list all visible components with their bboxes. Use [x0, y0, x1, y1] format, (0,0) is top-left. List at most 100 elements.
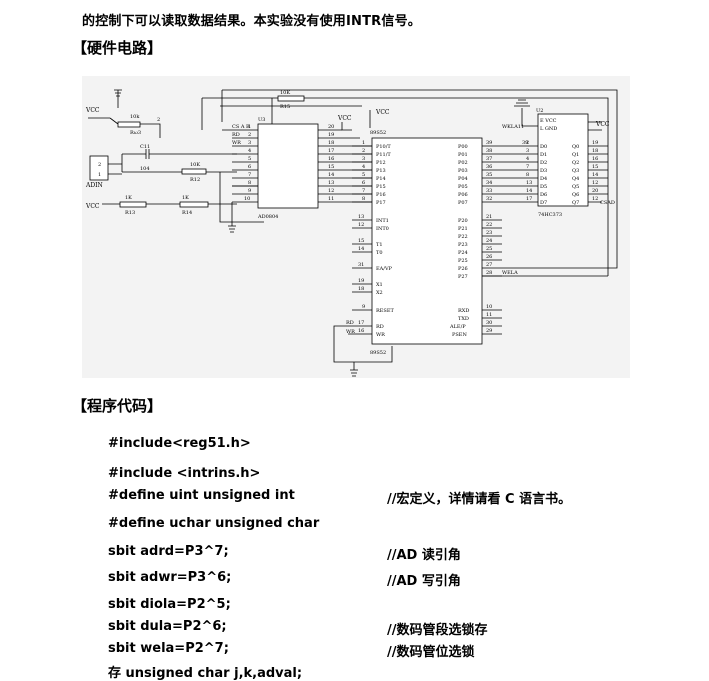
svg-text:VCC: VCC — [337, 115, 352, 122]
svg-text:2: 2 — [248, 132, 251, 138]
svg-text:30: 30 — [486, 320, 492, 326]
svg-text:D1: D1 — [540, 152, 547, 158]
svg-text:20: 20 — [328, 124, 334, 130]
svg-text:7: 7 — [362, 188, 365, 194]
svg-text:2: 2 — [362, 148, 365, 154]
svg-text:32: 32 — [486, 196, 492, 202]
svg-text:E VCC: E VCC — [540, 118, 557, 124]
svg-text:D7: D7 — [540, 200, 547, 206]
svg-text:Q5: Q5 — [572, 184, 579, 190]
svg-text:P23: P23 — [458, 242, 468, 248]
code-line: sbit adrd=P3^7; — [108, 544, 229, 559]
code-comment: //AD 写引角 — [387, 574, 461, 589]
svg-text:15: 15 — [328, 164, 334, 170]
svg-text:25: 25 — [486, 246, 492, 252]
svg-text:29: 29 — [486, 328, 492, 334]
svg-text:P20: P20 — [458, 218, 468, 224]
svg-text:Q7: Q7 — [572, 200, 579, 206]
svg-text:17: 17 — [526, 196, 532, 202]
mcu-bottom-label: 89S52 — [370, 350, 386, 356]
wkla-label: WKLA11 — [502, 124, 524, 130]
svg-text:15: 15 — [592, 164, 598, 170]
svg-text:P01: P01 — [458, 152, 468, 158]
svg-text:X1: X1 — [376, 282, 383, 288]
svg-text:P21: P21 — [458, 226, 468, 232]
code-line: sbit dula=P2^6; — [108, 619, 227, 634]
svg-text:12: 12 — [592, 196, 598, 202]
svg-text:D6: D6 — [540, 192, 547, 198]
r12-name: R12 — [190, 177, 200, 183]
code-line: 存 unsigned char j,k,adval; — [108, 666, 303, 681]
svg-text:27: 27 — [486, 262, 492, 268]
u3-label: U3 — [258, 117, 265, 123]
code-comment: //宏定义，详情请看 C 语言书。 — [387, 492, 572, 507]
svg-text:38: 38 — [486, 148, 492, 154]
svg-text:Q2: Q2 — [572, 160, 579, 166]
svg-text:5: 5 — [248, 156, 251, 162]
section-heading-code: 【程序代码】 — [72, 397, 163, 415]
svg-text:18: 18 — [328, 140, 334, 146]
u2-label: U2 — [536, 108, 543, 114]
svg-text:3: 3 — [248, 140, 251, 146]
code-line: #define uint unsigned int — [108, 488, 295, 503]
svg-text:Q6: Q6 — [572, 192, 579, 198]
svg-text:P13: P13 — [376, 168, 386, 174]
svg-text:11: 11 — [486, 312, 492, 318]
svg-text:P06: P06 — [458, 192, 468, 198]
svg-text:16: 16 — [328, 156, 334, 162]
svg-text:P27: P27 — [458, 274, 468, 280]
svg-text:1: 1 — [248, 124, 251, 130]
svg-text:12: 12 — [592, 180, 598, 186]
svg-text:15: 15 — [358, 238, 364, 244]
svg-text:39: 39 — [522, 140, 528, 146]
svg-text:ALE/P: ALE/P — [449, 324, 466, 330]
svg-text:35: 35 — [486, 172, 492, 178]
svg-text:31: 31 — [358, 262, 364, 268]
adin-label: ADIN — [85, 182, 103, 189]
svg-text:6: 6 — [248, 164, 251, 170]
svg-text:INT0: INT0 — [376, 226, 389, 232]
svg-text:13: 13 — [328, 180, 334, 186]
svg-text:WR: WR — [376, 332, 385, 338]
svg-text:2: 2 — [157, 117, 160, 123]
svg-text:13: 13 — [358, 214, 364, 220]
code-line: sbit adwr=P3^6; — [108, 570, 232, 585]
intro-text: 的控制下可以读取数据结果。本实验没有使用INTR信号。 — [82, 14, 421, 29]
svg-text:T0: T0 — [376, 250, 383, 256]
code-line: sbit wela=P2^7; — [108, 641, 229, 656]
svg-text:26: 26 — [486, 254, 492, 260]
svg-text:EA/VP: EA/VP — [376, 266, 393, 272]
svg-text:P25: P25 — [458, 258, 468, 264]
svg-text:D5: D5 — [540, 184, 547, 190]
svg-text:19: 19 — [358, 278, 364, 284]
pot-value: 10k — [130, 114, 140, 120]
svg-text:8: 8 — [248, 180, 251, 186]
c11-value: 104 — [140, 166, 150, 172]
svg-text:19: 19 — [592, 140, 598, 146]
svg-text:P16: P16 — [376, 192, 386, 198]
svg-text:34: 34 — [486, 180, 492, 186]
r13-value: 1K — [125, 195, 132, 201]
svg-text:1: 1 — [98, 172, 101, 178]
svg-text:P26: P26 — [458, 266, 468, 272]
csad-label: CSAD — [600, 200, 615, 206]
u3-chip-name: AD0804 — [257, 214, 278, 220]
svg-text:8: 8 — [526, 172, 529, 178]
c11-label: C11 — [140, 144, 150, 150]
svg-text:Q4: Q4 — [572, 176, 579, 182]
svg-text:P04: P04 — [458, 176, 468, 182]
code-line: #include<reg51.h> — [108, 436, 251, 451]
svg-text:19: 19 — [328, 132, 334, 138]
svg-text:6: 6 — [362, 180, 365, 186]
svg-text:CS A B: CS A B — [232, 124, 250, 130]
r12-value: 10K — [190, 162, 200, 168]
svg-text:2: 2 — [98, 162, 101, 168]
svg-text:14: 14 — [592, 172, 598, 178]
svg-text:P22: P22 — [458, 234, 468, 240]
svg-text:39: 39 — [486, 140, 492, 146]
svg-text:T1: T1 — [376, 242, 383, 248]
r14-value: 1K — [182, 195, 189, 201]
svg-text:P15: P15 — [376, 184, 386, 190]
svg-text:8: 8 — [362, 196, 365, 202]
svg-text:14: 14 — [526, 188, 532, 194]
